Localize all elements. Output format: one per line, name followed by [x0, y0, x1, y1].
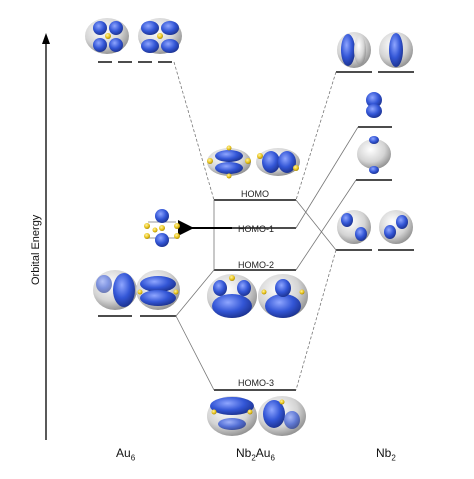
orbital-nb2-4a — [337, 210, 371, 244]
orbital-au6-low-a — [93, 270, 137, 310]
axis-label: Orbital Energy — [30, 214, 42, 285]
orbital-lobe-icon — [262, 151, 280, 173]
orbital-au6-top-b — [138, 18, 182, 54]
orbital-lobe-icon — [109, 38, 123, 52]
orbital-nb2-1a — [337, 32, 371, 68]
orbital-lobe-icon — [140, 290, 176, 306]
orbital-homo3-a — [207, 396, 257, 436]
orbital-lobe-icon — [161, 39, 179, 53]
orbital-au6-low-b — [136, 270, 180, 310]
orbital-nb2-1b — [379, 32, 413, 68]
label-homo: HOMO — [241, 189, 269, 199]
nb2-levels — [336, 71, 414, 251]
label-homo-2: HOMO-2 — [238, 260, 274, 270]
energy-axis — [42, 33, 50, 440]
orbital-nb2-2 — [366, 92, 382, 118]
orbital-lobe-icon — [113, 273, 135, 307]
orbital-nb2-3 — [357, 136, 391, 174]
label-homo-3: HOMO-3 — [238, 378, 274, 388]
orbital-lobe-icon — [212, 294, 252, 318]
corr-au-homo3 — [175, 315, 215, 391]
column-label-nb2au6: Nb2Au6 — [236, 446, 275, 463]
orbital-lobe-icon — [384, 225, 396, 239]
axis-arrow-icon — [42, 33, 50, 44]
orbital-lobe-icon — [93, 38, 107, 52]
corr-nb-homo2 — [295, 179, 357, 271]
corr-nb-homo1-a — [295, 126, 359, 229]
cluster-structure-icon — [144, 209, 180, 247]
corr-nb-homo — [295, 71, 337, 201]
orbital-lobe-icon — [366, 92, 382, 108]
orbital-lobe-icon — [369, 136, 379, 144]
orbital-lobe-icon — [263, 400, 285, 428]
nb2au6-levels — [214, 199, 296, 391]
corr-au-homo — [173, 61, 215, 201]
orbital-lobe-icon — [141, 21, 159, 35]
orbital-lobe-icon — [389, 33, 403, 67]
orbital-au6-top-a — [85, 18, 129, 54]
column-label-au6: Au6 — [116, 446, 136, 463]
corr-nb-homo3 — [295, 249, 337, 391]
orbital-nb2-4b — [379, 210, 413, 244]
orbital-lobe-icon — [210, 397, 254, 415]
corr-au-homo2 — [175, 269, 215, 317]
orbital-lobe-icon — [341, 213, 353, 227]
orbital-lobe-icon — [215, 150, 243, 162]
orbital-lobe-icon — [265, 294, 301, 318]
orbital-lobe-icon — [140, 276, 176, 292]
orbital-homo-b — [256, 148, 300, 176]
orbital-homo2-a — [207, 274, 257, 318]
orbital-homo3-b — [258, 396, 306, 436]
orbital-lobe-icon — [278, 151, 296, 173]
orbital-lobe-icon — [161, 21, 179, 35]
orbital-lobe-icon — [141, 39, 159, 53]
au6-levels — [98, 61, 176, 317]
orbital-lobe-icon — [341, 34, 355, 66]
orbital-lobe-icon — [93, 21, 107, 35]
orbital-lobe-icon — [215, 162, 243, 174]
orbital-homo-a — [207, 145, 251, 179]
orbital-lobe-icon — [109, 21, 123, 35]
corr-nb-homo-b — [295, 199, 337, 251]
correlation-lines — [173, 61, 359, 391]
column-label-nb2: Nb2 — [376, 446, 396, 463]
orbital-homo2-b — [258, 274, 308, 318]
label-homo-1: HOMO-1 — [238, 224, 274, 234]
